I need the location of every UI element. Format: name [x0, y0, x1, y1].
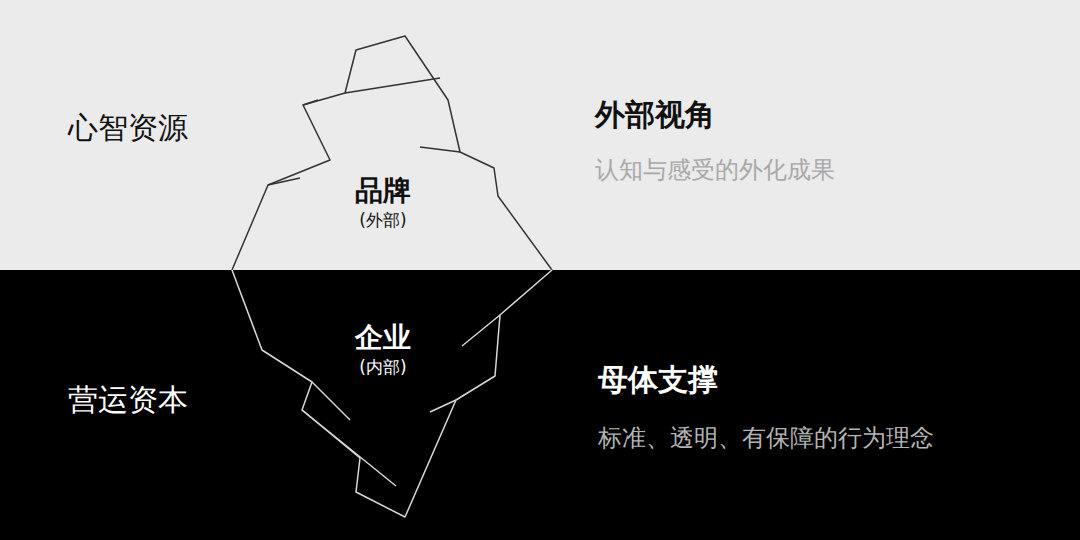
- node-subtitle: (内部): [351, 356, 415, 380]
- left-heading: 心智资源: [68, 110, 188, 146]
- right-heading: 外部视角: [595, 97, 715, 133]
- above-water-band: [0, 0, 1080, 270]
- description: 标准、透明、有保障的行为理念: [598, 424, 934, 453]
- brand-node: 品牌(外部): [351, 173, 415, 233]
- iceberg-bottom: [232, 270, 552, 517]
- left-heading: 营运资本: [68, 382, 188, 418]
- below-water-band: [0, 270, 1080, 540]
- enterprise-node: 企业(内部): [351, 320, 415, 380]
- description: 认知与感受的外化成果: [595, 156, 835, 185]
- node-title: 品牌: [351, 173, 415, 209]
- node-title: 企业: [351, 320, 415, 356]
- node-subtitle: (外部): [351, 209, 415, 233]
- iceberg-top: [232, 36, 552, 270]
- right-heading: 母体支撑: [598, 362, 718, 398]
